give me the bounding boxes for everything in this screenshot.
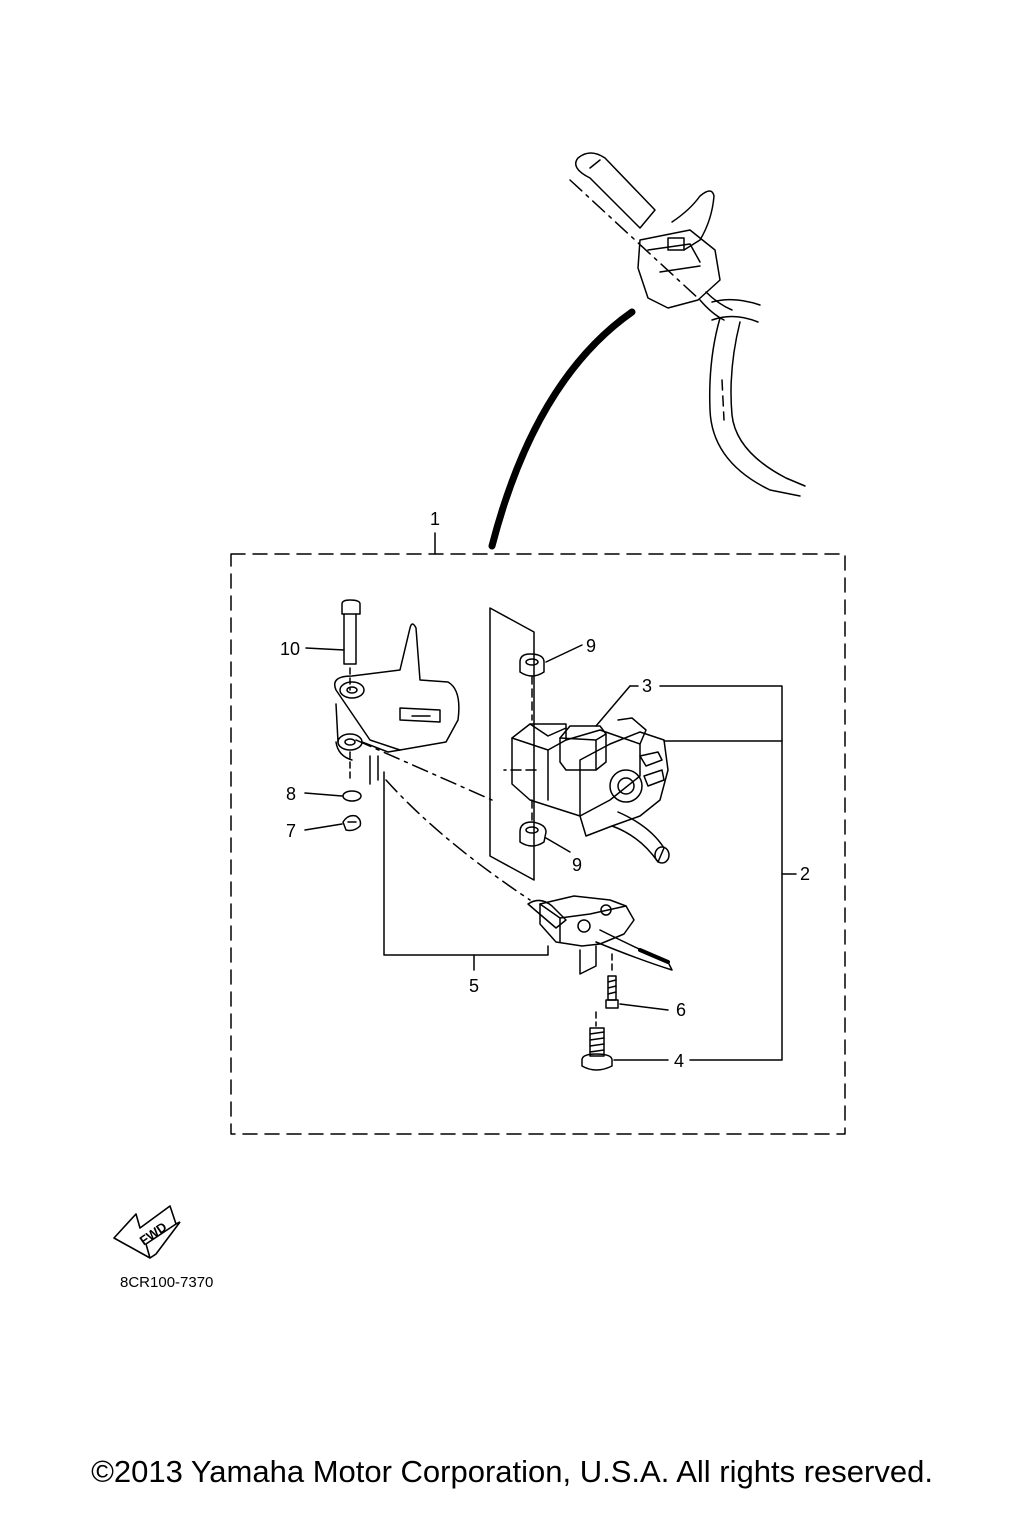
- callout-4: 4: [674, 1051, 684, 1071]
- mounting-plate: [489, 607, 535, 881]
- washer-8: [304, 790, 362, 802]
- copyright-notice: ©2013 Yamaha Motor Corporation, U.S.A. A…: [91, 1454, 933, 1489]
- handlebar-assembly: [569, 152, 806, 497]
- switch-body-3: [511, 685, 670, 864]
- bracket-5: [383, 771, 549, 956]
- screw-4: [581, 1011, 669, 1071]
- grommet-9-lower: [519, 799, 571, 853]
- callout-5: 5: [469, 976, 479, 996]
- bracket-2-outer: [659, 685, 783, 1061]
- axis-lever-subswitch: [385, 779, 531, 901]
- grommet-9-upper: [519, 644, 583, 721]
- callout-8: 8: [286, 784, 296, 804]
- leader-curve: [488, 308, 636, 550]
- sub-switch-5: [527, 895, 673, 1011]
- pin-10: [305, 599, 361, 691]
- assembly-outline: [230, 553, 846, 1135]
- callout-7: 7: [286, 821, 296, 841]
- callout-3: 3: [642, 676, 652, 696]
- lever-bracket-lower: [335, 741, 353, 761]
- diagram-code: 8CR100-7370: [120, 1274, 213, 1291]
- callout-6: 6: [676, 1000, 686, 1020]
- axis-lever-plate: [355, 739, 493, 801]
- lever-bracket: [334, 623, 460, 785]
- callout-9-lower: 9: [572, 855, 582, 875]
- callout-2: 2: [800, 864, 810, 884]
- fwd-arrow-icon: FWD: [113, 1205, 181, 1259]
- callout-9-upper: 9: [586, 636, 596, 656]
- fwd-label: FWD: [137, 1219, 170, 1248]
- callout-1: 1: [430, 509, 440, 529]
- callout-10: 10: [280, 639, 300, 659]
- callout-labels: 1 2 3 4 5 6 7 8 9 9 10: [280, 509, 810, 1071]
- nut-7: [304, 814, 362, 832]
